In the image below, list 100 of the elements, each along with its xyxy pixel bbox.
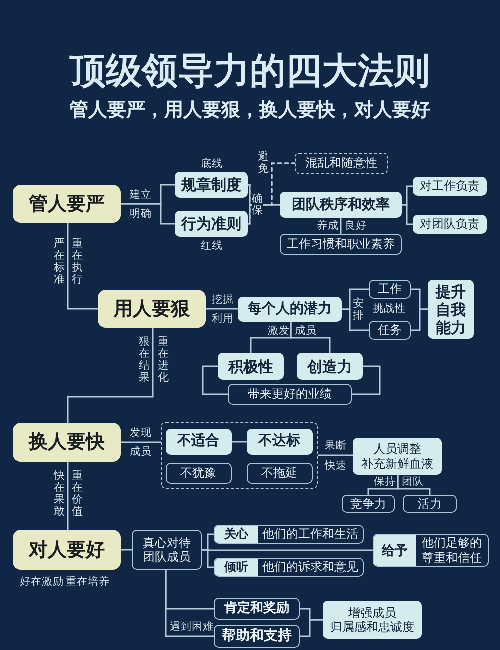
node-text: 活力 xyxy=(418,496,442,512)
node-text: 用人要狠 xyxy=(114,298,190,320)
node-caption: 好在激励 xyxy=(20,576,64,588)
connector-line xyxy=(318,454,353,456)
node-caption: 重在培养 xyxy=(66,576,110,588)
connector-line xyxy=(67,328,154,423)
branch-label: 挖掘 xyxy=(212,294,234,306)
outlined-box xyxy=(369,280,411,299)
node-text: 帮助和支持 xyxy=(222,628,292,645)
principle-box xyxy=(13,185,121,223)
connector-line xyxy=(206,308,238,310)
node-text: 人员调整 xyxy=(374,442,422,456)
highlight-box xyxy=(413,215,487,234)
node-text: 归属感和忠诚度 xyxy=(330,620,414,634)
node-caption: 底线 xyxy=(201,158,223,170)
branch-label: 良好 xyxy=(345,220,367,232)
branch-label: 团队 xyxy=(402,476,424,488)
diagram-title: 顶级领导力的四大法则 xyxy=(70,50,430,94)
outlined-box xyxy=(132,530,202,570)
node-text: 带来更好的业绩 xyxy=(248,387,332,402)
branch-label: 成员 xyxy=(295,325,317,338)
connector-line xyxy=(300,619,323,638)
vertical-label: 快在果敢 xyxy=(54,470,65,518)
highlight-box xyxy=(297,353,363,380)
connector-line xyxy=(67,223,98,310)
principle-box xyxy=(98,290,206,328)
outlined-box xyxy=(214,625,300,648)
branch-label: 利用 xyxy=(212,313,234,326)
branch-label: 建立 xyxy=(130,189,152,202)
node-text: 换人要快 xyxy=(29,431,105,454)
connector-line xyxy=(397,475,431,495)
outlined-box xyxy=(166,462,232,484)
node-text: 对人要好 xyxy=(29,538,105,562)
outlined-box xyxy=(342,495,395,513)
principle-box xyxy=(13,530,121,570)
dashed-connector-line xyxy=(248,162,295,225)
node-text: 竞争力 xyxy=(350,496,386,512)
description-text: 他们的工作和生活 xyxy=(262,527,358,542)
node-text: 混乱和随意性 xyxy=(306,156,378,171)
branch-label: 养成 xyxy=(317,220,339,232)
node-text: 任务 xyxy=(378,323,402,338)
highlight-box xyxy=(280,192,402,218)
highlight-box xyxy=(175,211,248,237)
outlined-box xyxy=(228,384,352,405)
connector-line xyxy=(342,308,369,332)
connector-line xyxy=(202,549,373,552)
node-text: 不犹豫 xyxy=(180,466,216,480)
node-text: 肯定和奖励 xyxy=(224,601,290,617)
dashed-group-box xyxy=(161,422,318,489)
keyword-label: 关心 xyxy=(215,526,258,543)
vertical-label: 安排 xyxy=(353,298,364,322)
node-text: 创造力 xyxy=(308,358,352,376)
dashed-box xyxy=(295,153,388,174)
connector-line xyxy=(352,366,381,396)
node-text: 真心对待团队成员 xyxy=(142,536,192,564)
split-box xyxy=(373,534,489,567)
node-text: 规章制度 xyxy=(182,176,242,194)
dashed-connector-line xyxy=(248,162,295,206)
keyword-label: 倾听 xyxy=(215,559,258,576)
branch-label: 挑战性 xyxy=(373,303,406,316)
vertical-label: 确保 xyxy=(252,193,263,218)
connector-line xyxy=(121,549,132,551)
node-text: 不适合 xyxy=(178,433,220,450)
node-text: 对团队负责 xyxy=(420,217,480,232)
branch-label: 明确 xyxy=(130,208,152,220)
node-text: 不拖延 xyxy=(262,466,298,480)
connector-line xyxy=(340,218,342,234)
outlined-box xyxy=(246,462,312,484)
branch-label: 果断 xyxy=(325,440,347,452)
description-text: 他们的诉求和意见 xyxy=(262,560,358,575)
branch-label: 成员 xyxy=(130,446,152,458)
vertical-label: 重在执行 xyxy=(72,238,83,286)
connector-line xyxy=(411,308,428,332)
connector-line xyxy=(165,570,214,638)
branch-label: 激发 xyxy=(268,325,290,338)
node-caption: 红线 xyxy=(201,240,223,252)
node-text: 管人要严 xyxy=(29,192,105,216)
node-text: 增强成员 xyxy=(348,606,396,620)
node-text: 行为准则 xyxy=(182,215,242,233)
connector-line xyxy=(121,442,161,444)
node-text: 积极性 xyxy=(228,358,274,376)
connector-line xyxy=(202,366,228,396)
principle-box xyxy=(13,423,121,462)
description-text: 他们足够的尊重和信任 xyxy=(420,536,483,565)
outlined-box xyxy=(369,321,411,340)
connector-line xyxy=(402,204,413,226)
outlined-box xyxy=(403,495,457,513)
node-text: 对工作负责 xyxy=(420,179,480,194)
vertical-label: 重在价值 xyxy=(72,470,83,518)
highlight-box xyxy=(353,438,442,475)
connector-line xyxy=(67,462,69,530)
node-text: 团队秩序和效率 xyxy=(292,196,390,214)
highlight-box xyxy=(413,177,487,196)
node-text: 不达标 xyxy=(258,433,300,450)
node-text: 补充新鲜血液 xyxy=(362,456,434,471)
subtitle: 管人要严，用人要狠，换人要快，对人要好 xyxy=(70,98,430,122)
vertical-label: 狠在结果 xyxy=(139,336,150,384)
split-box xyxy=(214,558,364,577)
branch-label: 发现 xyxy=(130,427,152,440)
node-text: 每个人的潜力 xyxy=(248,301,332,318)
